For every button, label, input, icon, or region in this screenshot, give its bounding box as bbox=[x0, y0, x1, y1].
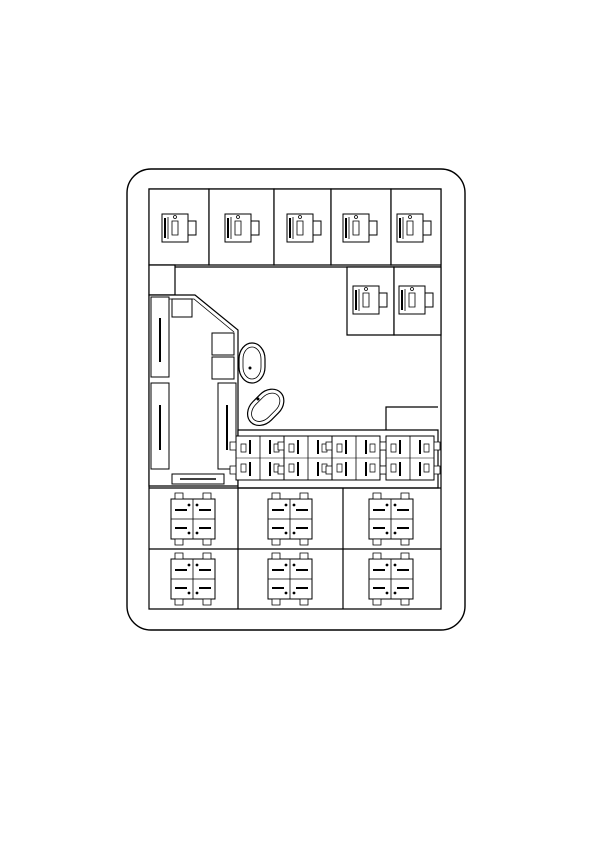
desk-cluster[interactable] bbox=[170, 552, 216, 606]
right-office-column bbox=[347, 267, 441, 335]
desk-cluster[interactable] bbox=[267, 492, 313, 546]
lounge-tables bbox=[239, 343, 290, 431]
partition-wall bbox=[386, 407, 438, 430]
desk-cluster[interactable] bbox=[368, 552, 414, 606]
storage-room[interactable] bbox=[149, 265, 175, 295]
desk-cluster[interactable] bbox=[267, 552, 313, 606]
desk-cluster bbox=[325, 435, 387, 481]
desk-cluster bbox=[379, 435, 441, 481]
square-table bbox=[212, 333, 234, 355]
oval-table-marker bbox=[256, 397, 260, 401]
desk-cluster[interactable] bbox=[368, 492, 414, 546]
cluster-row bbox=[229, 430, 441, 488]
desk-cluster[interactable] bbox=[170, 492, 216, 546]
oval-table-top bbox=[243, 347, 261, 379]
square-table bbox=[212, 357, 234, 379]
oval-table-top bbox=[247, 389, 284, 426]
oval-table-marker bbox=[248, 366, 252, 370]
square-table bbox=[172, 299, 192, 317]
left-zone bbox=[149, 265, 238, 486]
top-office-row bbox=[149, 189, 441, 265]
open-plan-blocks bbox=[149, 488, 441, 609]
